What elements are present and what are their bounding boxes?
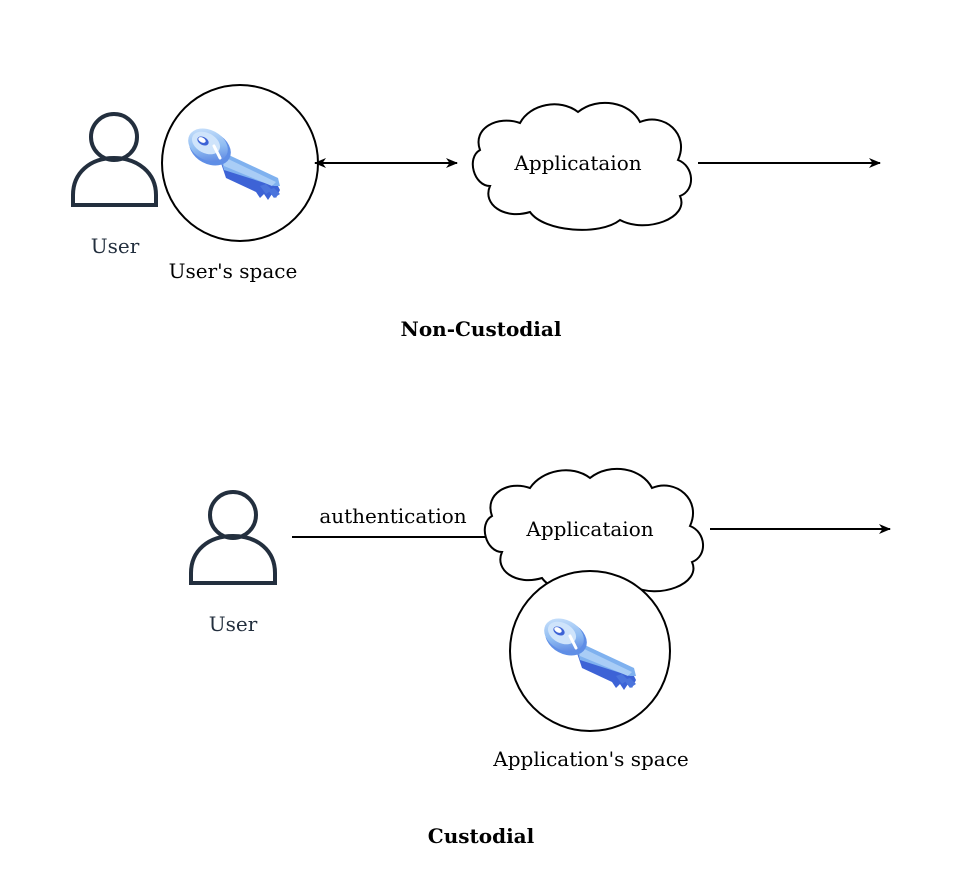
- application-space-label: Application's space: [492, 747, 688, 771]
- application-label: Applicataion: [513, 151, 641, 175]
- non-custodial-section: User User's space Applicataion Non-Custo…: [71, 84, 881, 341]
- user-icon: [189, 490, 277, 585]
- application-label: Applicataion: [525, 517, 653, 541]
- user-icon: [71, 112, 158, 207]
- section-title: Non-Custodial: [401, 317, 562, 341]
- authentication-label: authentication: [319, 504, 466, 528]
- section-title: Custodial: [428, 824, 535, 848]
- user-label: User: [91, 234, 140, 258]
- custodial-section: User authentication Applicataion Applica…: [189, 468, 891, 848]
- application-cloud: [483, 468, 704, 597]
- users-space-label: User's space: [169, 259, 298, 283]
- user-label: User: [209, 612, 258, 636]
- application-cloud: [471, 102, 692, 231]
